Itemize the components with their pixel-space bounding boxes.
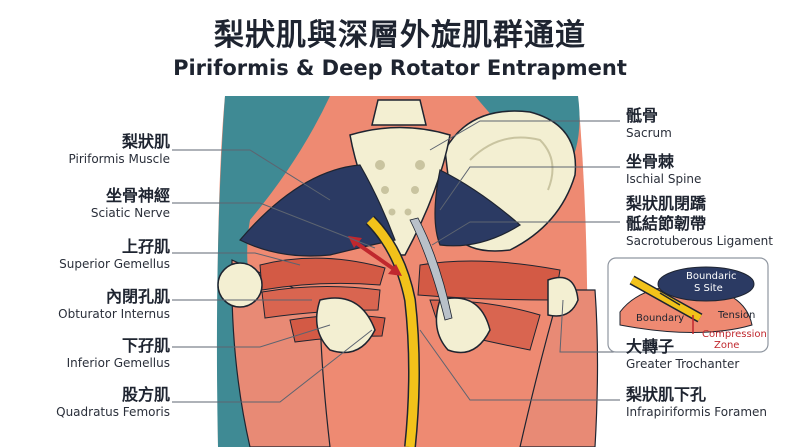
inset-tension-label: Tension [718,310,756,321]
inset-compression-label-2: Zone [714,340,740,351]
superior-gemellus-shape [259,257,386,291]
greater-trochanter-shape [547,276,579,317]
right-thigh [519,289,599,447]
page-subtitle: Piriformis & Deep Rotator Entrapment [173,56,627,80]
piriformis-muscle-shape [239,164,396,257]
sacrotuberous-ligament-shape [409,217,453,321]
inset-site-label-1: Boundaric [686,271,737,282]
piriformis-right-shape [434,169,522,247]
left-femoral-head [217,262,263,308]
compression-arrow [350,238,400,274]
lumbar-vertebra [371,99,427,126]
inset-compression-label-1: Compression [702,329,767,340]
inset-site-shape [657,266,755,302]
inset-site-label-2: S Site [694,283,723,294]
right-leader-lines [419,120,620,401]
left-leader-lines [172,149,376,403]
inset-boundary-label: Boundary [636,313,685,324]
page-title: 梨狀肌與深層外旋肌群通道 [214,18,586,53]
